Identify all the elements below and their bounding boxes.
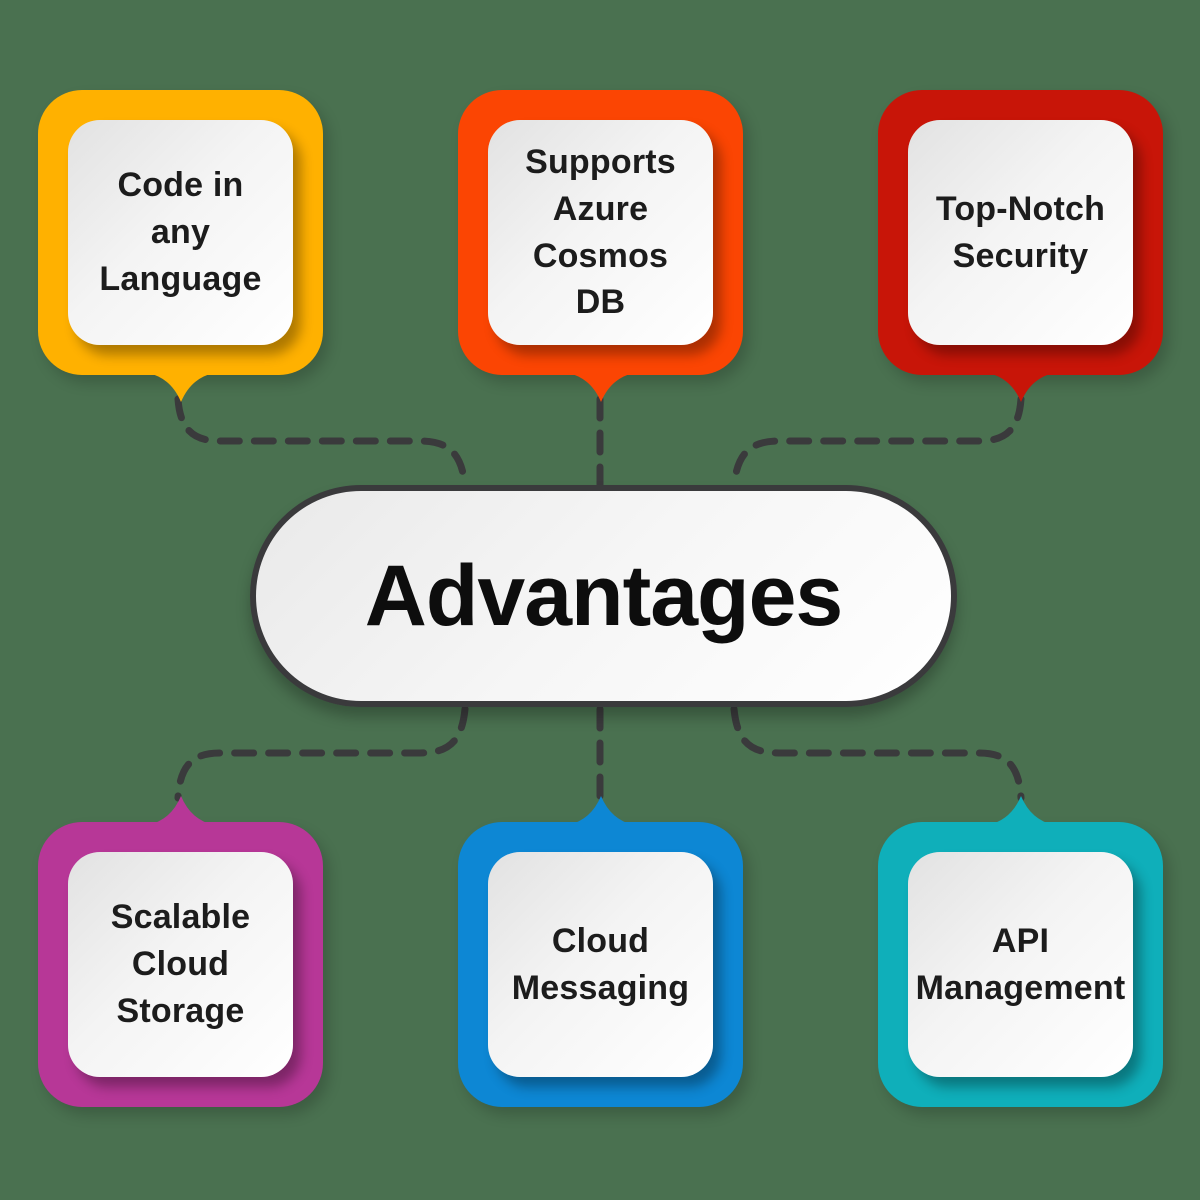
pointer-up-icon	[567, 796, 634, 825]
node-label: Scalable Cloud Storage	[110, 898, 251, 1030]
pointer-down-icon	[567, 373, 634, 402]
node-label: API Management	[915, 921, 1126, 1007]
pointer-down-icon	[147, 373, 214, 402]
connector-bottom-right	[730, 705, 1025, 802]
node-label: Code in any Language	[99, 166, 262, 298]
pointer-up-icon	[147, 796, 214, 825]
node-cloud-messaging: Cloud Messaging	[458, 796, 743, 1107]
node-label: Top-Notch Security	[935, 189, 1106, 275]
node-label: Supports Azure Cosmos DB	[525, 142, 676, 322]
connector-top-right	[730, 395, 1025, 490]
node-code-in-any-language: Code in any Language	[38, 90, 323, 402]
pointer-up-icon	[987, 796, 1054, 825]
node-card: Top-Notch Security	[908, 120, 1133, 345]
node-scalable-cloud-storage: Scalable Cloud Storage	[38, 796, 323, 1107]
node-card: Cloud Messaging	[488, 852, 713, 1077]
connector-top-left	[174, 395, 469, 490]
node-card: Code in any Language	[68, 120, 293, 345]
pointer-down-icon	[987, 373, 1054, 402]
node-top-notch-security: Top-Notch Security	[878, 90, 1163, 402]
center-advantages-pill: Advantages	[250, 485, 957, 707]
node-label: Cloud Messaging	[511, 921, 690, 1007]
node-card: Supports Azure Cosmos DB	[488, 120, 713, 345]
node-supports-azure-cosmos-db: Supports Azure Cosmos DB	[458, 90, 743, 402]
connector-bottom-left	[174, 705, 469, 802]
node-card: API Management	[908, 852, 1133, 1077]
node-api-management: API Management	[878, 796, 1163, 1107]
center-title: Advantages	[364, 547, 843, 644]
node-card: Scalable Cloud Storage	[68, 852, 293, 1077]
